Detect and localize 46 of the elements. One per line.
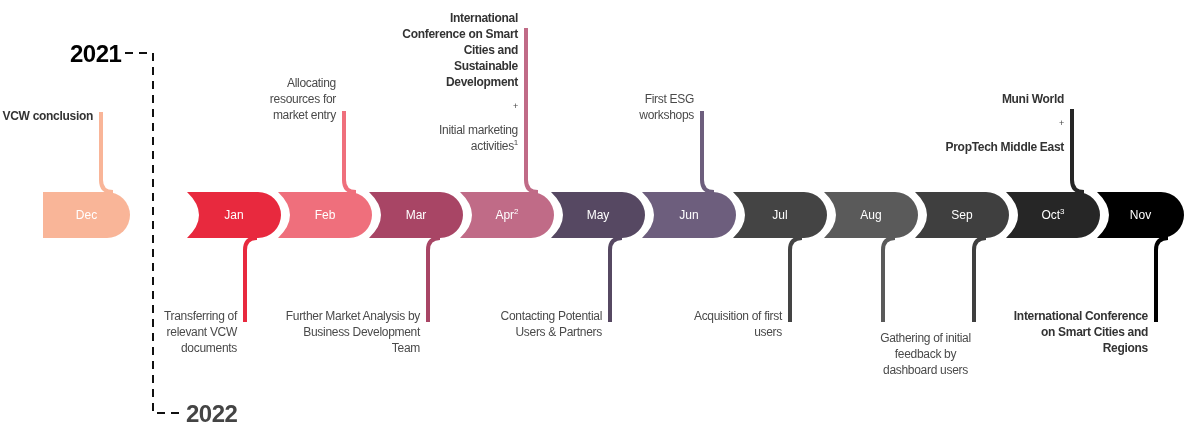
month-label: Sep bbox=[950, 207, 974, 223]
month-tab bbox=[460, 192, 554, 238]
month-label: Apr$^{2}$ bbox=[494, 207, 520, 223]
event-text: PropTech Middle East bbox=[944, 139, 1064, 155]
month-label: Aug bbox=[859, 207, 883, 223]
month-tab bbox=[187, 192, 281, 238]
event-text: Further Market Analysis by Business Development Team bbox=[284, 308, 420, 356]
leader-line bbox=[524, 28, 539, 194]
month-label: May bbox=[585, 207, 611, 223]
month-tab bbox=[1006, 192, 1100, 238]
leader-line bbox=[243, 236, 258, 322]
event-text: Gathering of initial feedback by dashboard users bbox=[879, 330, 972, 378]
month-tab bbox=[824, 192, 918, 238]
leader-line bbox=[1070, 109, 1085, 194]
event-text: Muni World bbox=[1000, 91, 1064, 107]
month-label: Jun bbox=[678, 207, 700, 223]
month-tab bbox=[1097, 192, 1184, 238]
month-tab bbox=[278, 192, 372, 238]
month-label: Feb bbox=[313, 207, 337, 223]
leader-line bbox=[788, 236, 803, 322]
plus-sign: + bbox=[512, 100, 518, 113]
month-tab bbox=[551, 192, 645, 238]
month-tab bbox=[733, 192, 827, 238]
month-label: Dec bbox=[74, 207, 99, 223]
event-text: Allocating resources for market entry bbox=[268, 75, 336, 123]
event-text: First ESG workshops bbox=[638, 91, 694, 123]
month-label: Jul bbox=[771, 207, 789, 223]
event-text: Initial marketing activities$^{1}$ bbox=[438, 122, 518, 154]
event-text: Transferring of relevant VCW documents bbox=[162, 308, 237, 356]
event-text: VCW conclusion bbox=[1, 108, 93, 124]
event-text: International Conference on Smart Cities and Sustainable Development bbox=[401, 10, 518, 90]
year-label: 2021 bbox=[70, 40, 122, 68]
month-label: Mar bbox=[404, 207, 428, 223]
leader-line bbox=[342, 111, 357, 194]
month-tab bbox=[369, 192, 463, 238]
year-label: 2022 bbox=[186, 400, 238, 427]
month-label: Nov bbox=[1128, 207, 1153, 223]
month-label: Jan bbox=[223, 207, 245, 223]
month-tab bbox=[43, 192, 130, 238]
event-text: Acquisition of first users bbox=[692, 308, 782, 340]
month-label: Oct$^{3}$ bbox=[1040, 207, 1066, 223]
plus-sign: + bbox=[1058, 117, 1064, 130]
event-text: International Conference on Smart Cities and Regions bbox=[1012, 308, 1148, 356]
month-tab bbox=[915, 192, 1009, 238]
month-tab bbox=[642, 192, 736, 238]
event-text: Contacting Potential Users & Partners bbox=[499, 308, 602, 340]
